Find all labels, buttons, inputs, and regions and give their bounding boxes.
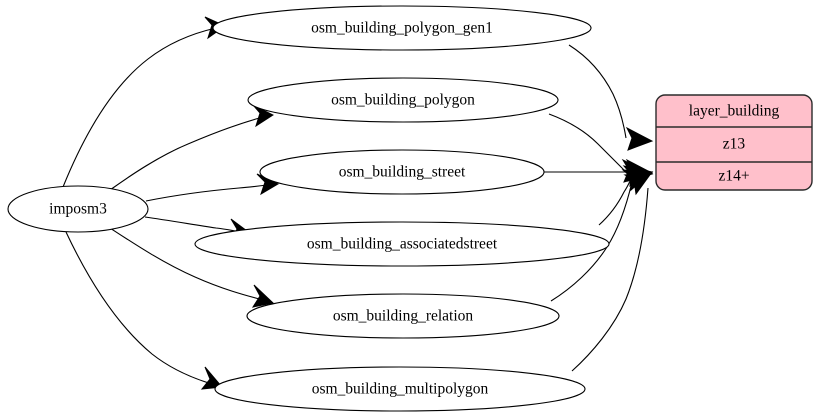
edge-imposm3-to-osm_building_polygon <box>109 104 275 191</box>
node-label-osm_building_associatedstreet: osm_building_associatedstreet <box>307 236 498 253</box>
edge-osm_building_multipolygon-to-layer_building-z14plus <box>571 171 654 372</box>
node-osm_building_associatedstreet[interactable]: osm_building_associatedstreet <box>194 221 610 267</box>
node-label-osm_building_polygon_gen1: osm_building_polygon_gen1 <box>311 20 493 37</box>
node-osm_building_multipolygon[interactable]: osm_building_multipolygon <box>214 366 586 412</box>
edge-group-tables-to-layer <box>544 44 654 372</box>
node-label-osm_building_polygon: osm_building_polygon <box>331 92 475 109</box>
node-label-imposm3: imposm3 <box>49 201 107 218</box>
node-label-osm_building_multipolygon: osm_building_multipolygon <box>312 381 489 398</box>
record-row-zoom-z14plus: z14+ <box>718 168 749 185</box>
node-osm_building_street[interactable]: osm_building_street <box>259 149 545 195</box>
edge-osm_building_polygon_gen1-to-layer_building-z13 <box>568 44 654 151</box>
record-row-zoom-z13: z13 <box>723 136 746 153</box>
edge-imposm3-to-osm_building_multipolygon <box>65 231 223 390</box>
node-label-osm_building_relation: osm_building_relation <box>333 308 474 325</box>
edge-imposm3-to-osm_building_relation <box>109 227 275 308</box>
node-label-osm_building_street: osm_building_street <box>339 164 466 181</box>
edge-imposm3-to-osm_building_polygon_gen1 <box>62 16 227 188</box>
node-osm_building_relation[interactable]: osm_building_relation <box>246 293 560 339</box>
record-row-layer-name: layer_building <box>689 103 780 120</box>
node-imposm3[interactable]: imposm3 <box>7 185 149 233</box>
node-osm_building_polygon_gen1[interactable]: osm_building_polygon_gen1 <box>212 5 592 51</box>
node-layer_building[interactable]: layer_building z13 z14+ <box>655 94 813 191</box>
edge-imposm3-to-osm_building_street <box>145 173 280 202</box>
node-osm_building_polygon[interactable]: osm_building_polygon <box>247 77 559 123</box>
